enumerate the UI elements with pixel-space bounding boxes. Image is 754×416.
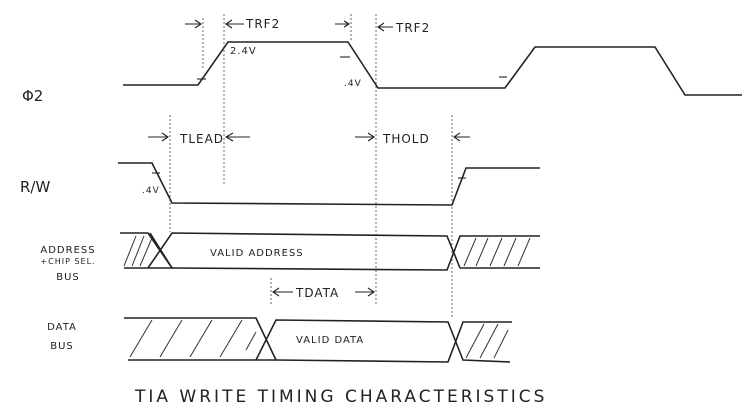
thold-arrow-right <box>355 132 375 142</box>
thold-label: THOLD <box>382 132 430 146</box>
trf2-fall-label: TRF2 <box>395 21 430 35</box>
tdata-arrow-left <box>272 287 293 297</box>
data-label-line1: DATA <box>47 322 77 333</box>
rw-label: R/W <box>20 178 50 196</box>
valid-data-label: VALID DATA <box>296 335 364 346</box>
trf2-fall-arrow-left <box>377 22 393 32</box>
address-bus-waveform <box>120 232 540 271</box>
trf2-rise-arrow-left <box>225 19 244 29</box>
rw-low-voltage: .4V <box>142 186 160 196</box>
thold-arrow-left <box>453 132 470 142</box>
trf2-fall-arrow-right <box>335 20 351 28</box>
trf2-rise-arrow-right <box>185 19 202 29</box>
rw-waveform <box>118 162 540 206</box>
data-label-line2: BUS <box>50 341 74 352</box>
address-label-line1: ADDRESS <box>40 245 95 256</box>
tdata-arrow-right <box>355 287 375 297</box>
address-label-line2: +CHIP SEL. <box>40 257 95 266</box>
address-label-line3: BUS <box>56 272 80 283</box>
phi2-low-voltage: .4V <box>344 79 362 89</box>
diagram-title: TIA WRITE TIMING CHARACTERISTICS <box>134 387 547 407</box>
trf2-rise-label: TRF2 <box>245 17 280 31</box>
valid-address-label: VALID ADDRESS <box>210 248 304 259</box>
phi2-waveform <box>123 41 742 96</box>
phi2-high-voltage: 2.4V <box>230 46 257 57</box>
phi2-label: Φ2 <box>22 87 43 105</box>
tlead-arrow-right <box>148 132 169 142</box>
tlead-arrow-left <box>224 132 250 142</box>
tlead-label: TLEAD <box>179 132 224 146</box>
tdata-label: TDATA <box>295 286 339 300</box>
data-bus-waveform <box>124 317 512 363</box>
